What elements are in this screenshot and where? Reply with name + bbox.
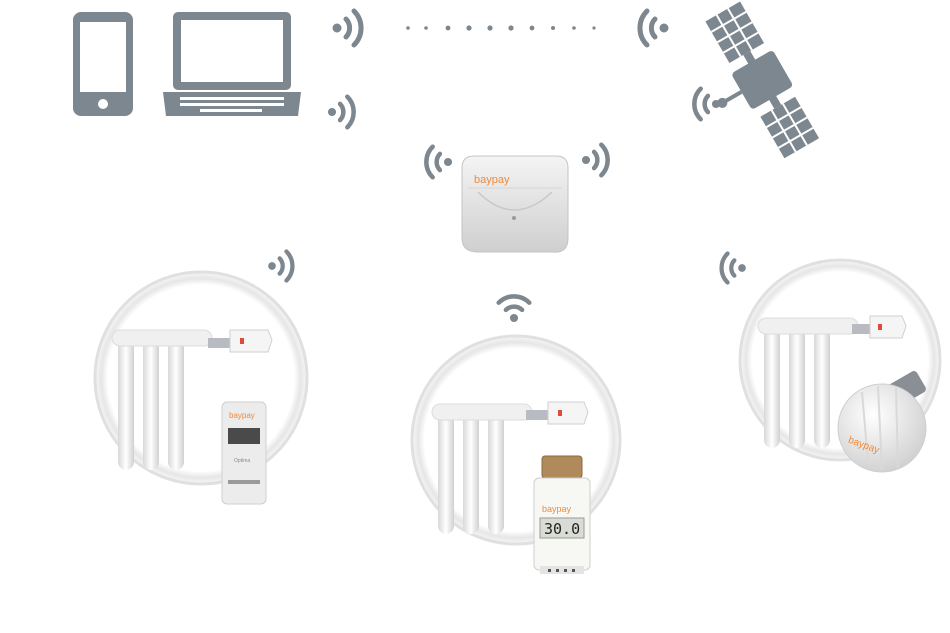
wifi-signal-icon: [640, 11, 720, 119]
laptop-icon: [163, 12, 301, 116]
radiator: [431, 403, 533, 534]
radiator: [111, 329, 213, 470]
radiator: [757, 317, 859, 448]
brand-label: baypay: [474, 174, 510, 186]
gateway-device: baypay: [461, 155, 569, 253]
model-label: Optima: [234, 458, 250, 464]
radiator-ring-center: 30.0 baypay: [410, 334, 622, 574]
radiator-valve: [526, 401, 589, 425]
wifi-signal-icon: [722, 254, 746, 283]
brand-label: baypay: [229, 411, 255, 420]
brand-label: baypay: [542, 504, 572, 514]
smartphone-icon: [73, 12, 133, 116]
wifi-signal-icon: [269, 252, 293, 281]
room-controller-left: baypay Optima: [221, 401, 267, 505]
radiator-valve: [852, 315, 907, 339]
digital-thermostat: 30.0 baypay: [533, 455, 591, 574]
temperature-display: 30.0: [544, 520, 580, 538]
wifi-signal-icon: [328, 11, 361, 127]
wifi-signal-icon: [499, 296, 530, 321]
radiator-ring-left: baypay Optima: [93, 270, 309, 505]
dotted-connection: [406, 25, 596, 31]
radiator-valve: [208, 329, 273, 353]
radiator-ring-right: baypay: [738, 258, 942, 473]
thermostatic-head: baypay: [837, 371, 927, 473]
satellite-icon: [705, 1, 820, 159]
